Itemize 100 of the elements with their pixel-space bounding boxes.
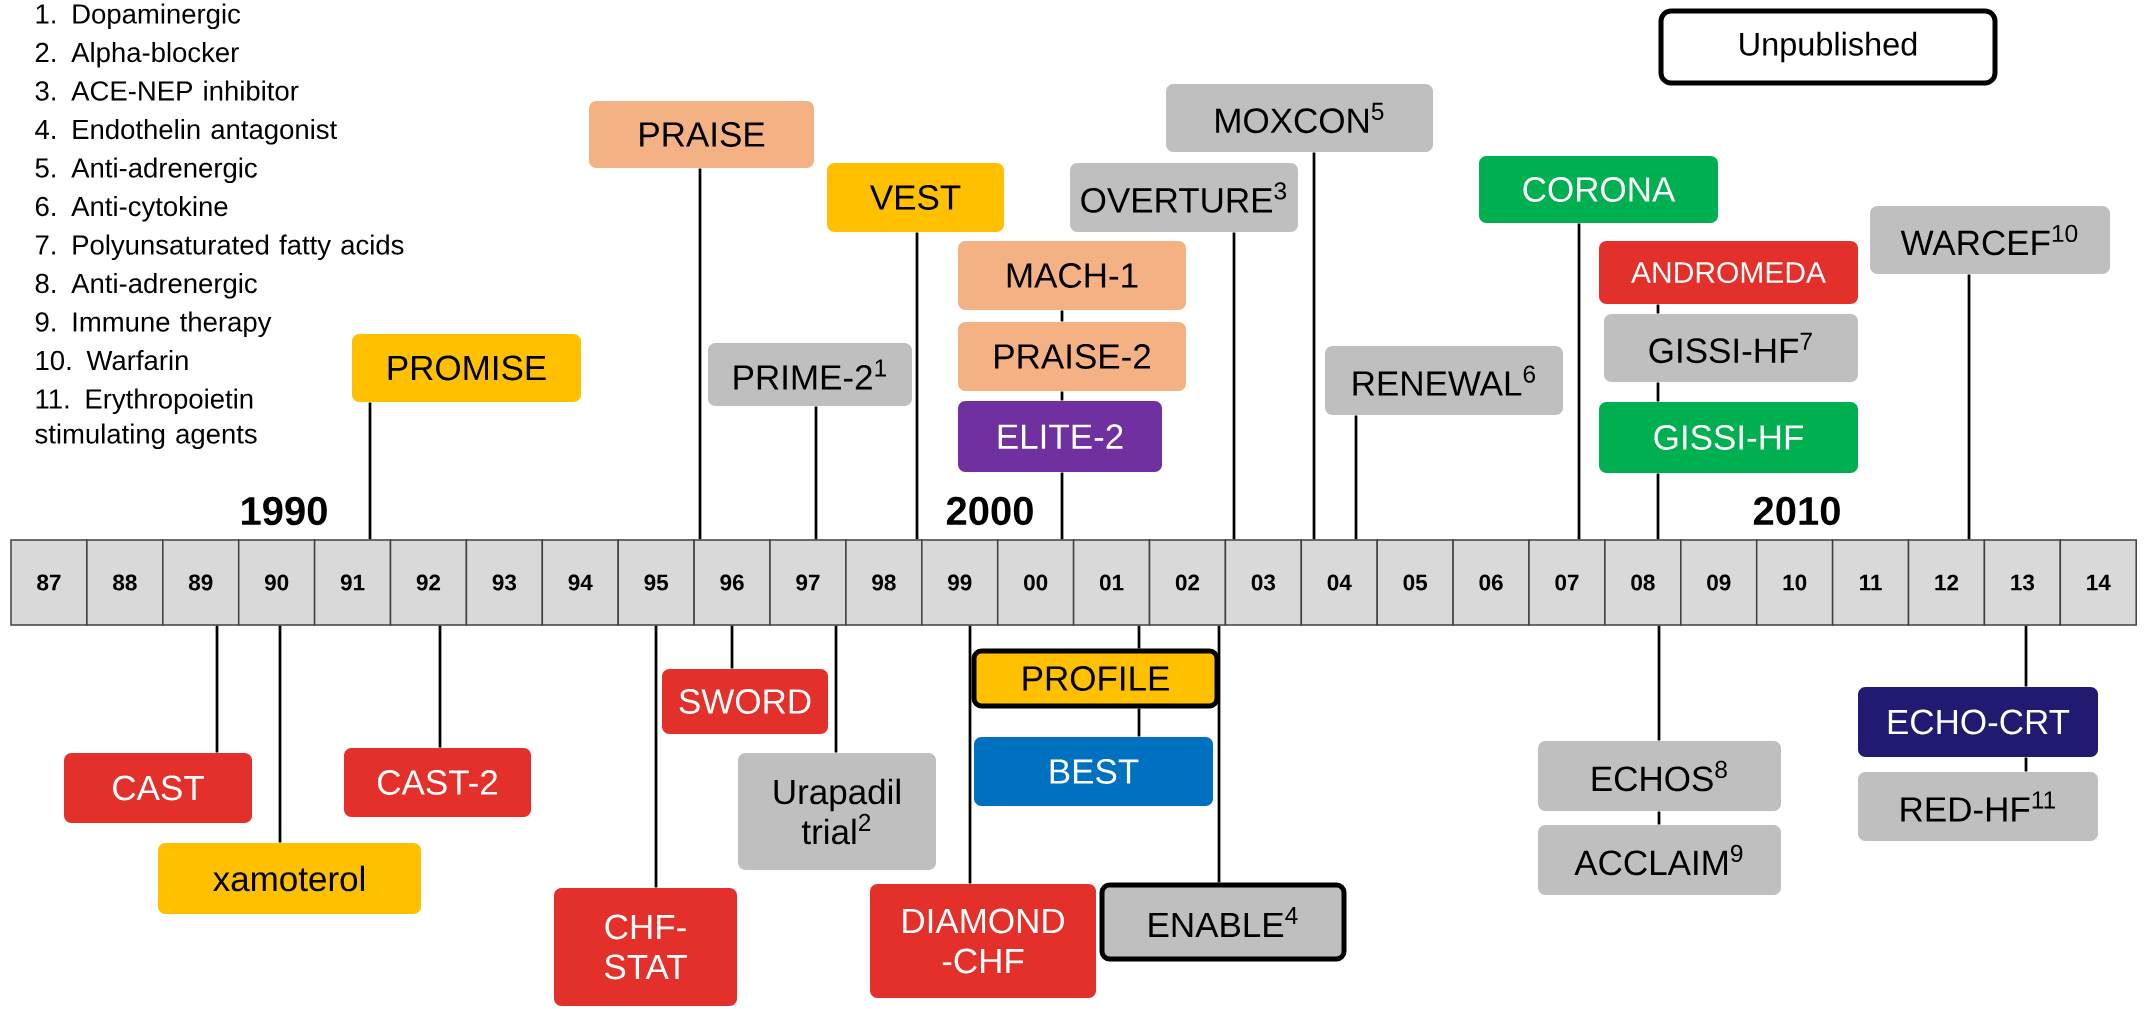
trial-box: PROFILE	[971, 648, 1220, 709]
year-cell: 92	[389, 539, 468, 626]
year-cell: 09	[1680, 539, 1758, 626]
note-text: 6. Anti-cytokine	[35, 196, 228, 222]
connector-line	[1232, 232, 1236, 540]
note-text: 2. Alpha-blocker	[35, 42, 239, 68]
year-label: 2010	[1753, 496, 1840, 526]
trial-box: xamoterol	[158, 843, 421, 914]
year-cell: 96	[693, 539, 771, 626]
trial-box: BEST	[974, 737, 1213, 806]
trial-box: ACCLAIM$^{9}$	[1538, 825, 1781, 895]
trial-box: GISSI-HF$^{7}$	[1604, 314, 1858, 382]
year-cell: 02	[1148, 539, 1227, 626]
connector-line	[1967, 274, 1971, 540]
year-cell: 89	[162, 539, 240, 626]
trial-box: RENEWAL$^{6}$	[1325, 346, 1563, 415]
trial-box: GISSI-HF	[1599, 402, 1858, 473]
trial-box: DIAMOND -CHF	[870, 884, 1096, 998]
connector-line	[368, 402, 372, 540]
connector-line	[215, 625, 219, 753]
year-cell: 00	[996, 539, 1075, 626]
connector-line	[834, 625, 838, 753]
connector-line	[654, 625, 658, 888]
trial-box: RED-HF$^{11}$	[1858, 772, 2098, 841]
year-cell: 97	[769, 539, 847, 626]
note-text: 8. Anti-adrenergic	[35, 273, 257, 299]
note-text: 5. Anti-adrenergic	[35, 157, 257, 184]
trial-box: MOXCON$^{5}$	[1166, 84, 1433, 152]
connector-line	[2024, 625, 2028, 687]
connector-line	[1354, 415, 1358, 540]
connector-line	[1060, 472, 1064, 540]
trial-box: CAST	[64, 753, 252, 823]
connector-line	[1312, 152, 1316, 540]
connector-line	[1060, 310, 1064, 322]
trial-box: ELITE-2	[958, 401, 1162, 472]
year-cell: 91	[313, 539, 392, 626]
trial-box: ANDROMEDA	[1599, 241, 1858, 304]
connector-line	[814, 406, 818, 540]
trial-box: SWORD	[662, 669, 828, 734]
connector-line	[438, 625, 442, 748]
trial-box: ECHOS$^{8}$	[1538, 741, 1781, 811]
year-cell: 01	[1072, 539, 1151, 626]
note-text: 1. Dopaminergic	[36, 3, 241, 30]
year-label: 1990	[242, 496, 327, 526]
trial-box: WARCEF$^{10}$	[1870, 206, 2110, 274]
year-label: 2000	[946, 496, 1033, 526]
trial-box: PROMISE	[352, 334, 581, 402]
trial-box: CORONA	[1479, 156, 1718, 223]
year-cell: 93	[465, 539, 544, 626]
connector-line	[968, 625, 972, 884]
year-cell: 05	[1376, 539, 1454, 626]
year-cell: 90	[237, 539, 316, 626]
connector-line	[1657, 811, 1661, 825]
year-cell: 98	[845, 539, 923, 626]
trial-box: ECHO-CRT	[1858, 687, 2098, 757]
connector-line	[1657, 625, 1661, 741]
trial-box: OVERTURE$^{3}$	[1070, 163, 1298, 232]
note-text: 11. Erythropoietin stimulating agents	[35, 388, 257, 450]
year-cell: 95	[617, 539, 695, 626]
year-cell: 03	[1224, 539, 1303, 626]
year-cell: 94	[541, 539, 619, 626]
connector-line	[1656, 382, 1660, 402]
trial-box: PRIME-2$^{1}$	[708, 343, 912, 406]
trial-box: PRAISE	[589, 101, 814, 168]
note-text: 3. ACE-NEP inhibitor	[35, 80, 299, 101]
connector-line	[2024, 757, 2028, 772]
year-cell: 10	[1755, 539, 1834, 626]
connector-line	[1656, 304, 1660, 314]
year-cell: 07	[1528, 539, 1606, 626]
trial-box: CHF- STAT	[554, 888, 737, 1006]
year-cell: 13	[1983, 539, 2062, 626]
year-cell: 06	[1452, 539, 1530, 626]
note-text: 10. Warfarin	[36, 350, 188, 371]
connector-line	[730, 625, 734, 669]
connector-line	[1060, 391, 1064, 401]
year-cell: 11	[1831, 539, 1910, 626]
year-cell: 99	[921, 539, 999, 626]
connector-line	[698, 168, 702, 540]
trial-box: CAST-2	[344, 748, 531, 817]
year-cell: 04	[1300, 539, 1378, 626]
trial-box: PRAISE-2	[958, 322, 1186, 391]
trial-box: VEST	[827, 163, 1004, 232]
year-cell: 14	[2059, 539, 2137, 626]
year-cell: 87	[10, 539, 88, 626]
connector-line	[1137, 625, 1141, 649]
trial-box: Urapadil trial$^{2}$	[738, 753, 936, 870]
trial-box: ENABLE$^{4}$	[1099, 882, 1347, 962]
connector-line	[1656, 473, 1660, 540]
year-cell: 08	[1604, 539, 1682, 626]
note-text: 7. Polyunsaturated fatty acids	[35, 234, 404, 261]
legend-box: Unpublished	[1658, 8, 1998, 86]
connector-line	[915, 232, 919, 540]
note-text: 9. Immune therapy	[35, 311, 272, 338]
connector-line	[1217, 625, 1221, 883]
connector-line	[278, 625, 282, 843]
connector-line	[1577, 223, 1581, 540]
trial-box: MACH-1	[958, 241, 1186, 310]
year-cell: 12	[1907, 539, 1986, 626]
connector-line	[1137, 708, 1141, 737]
note-text: 4. Endothelin antagonist	[35, 119, 337, 145]
